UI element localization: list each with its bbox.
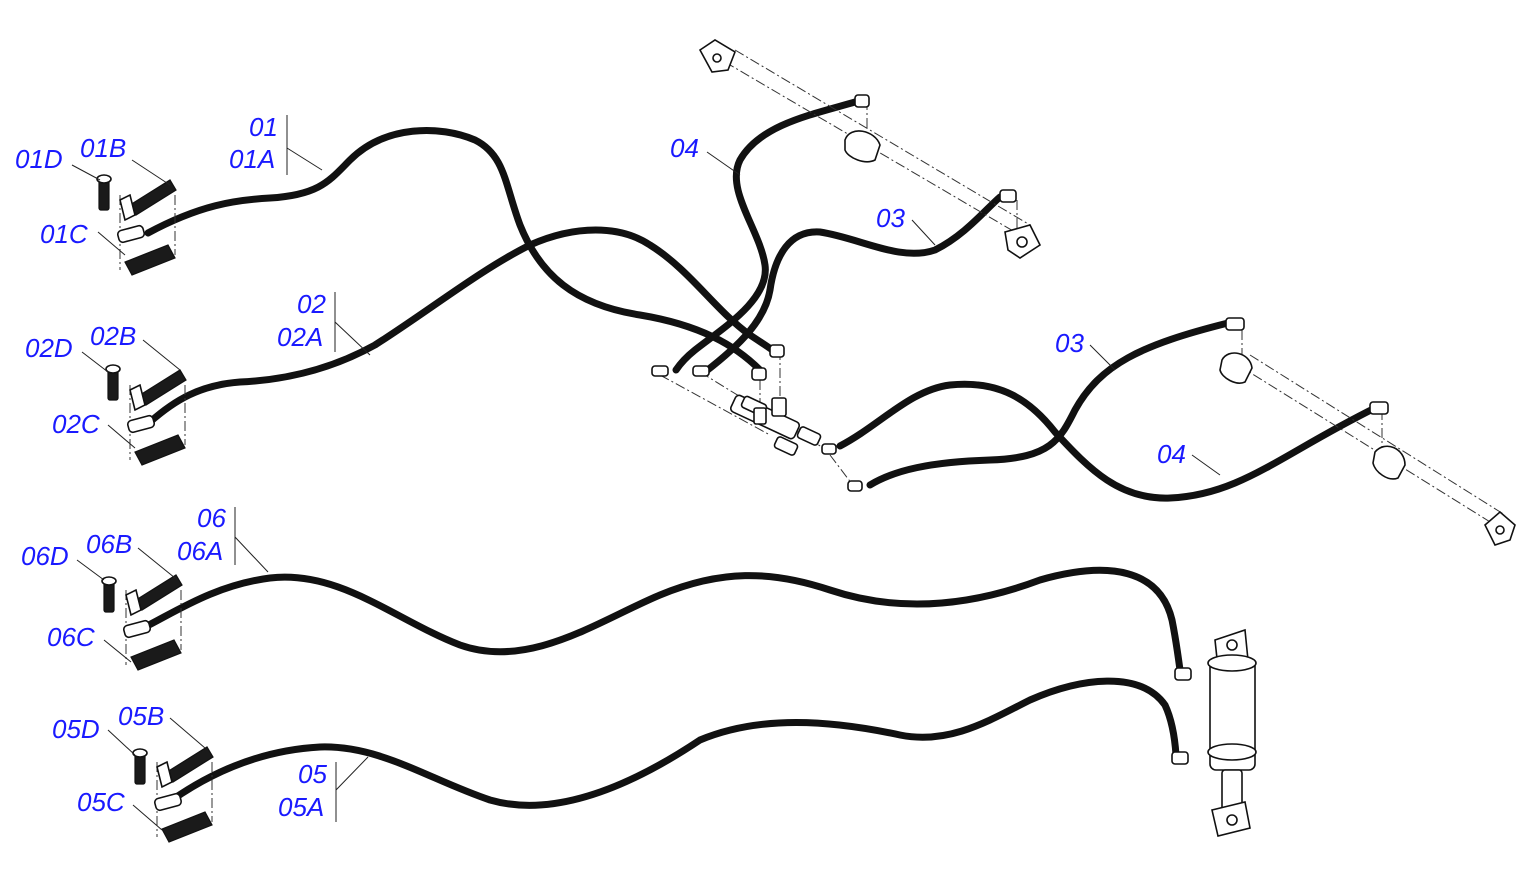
hose-end-fitting-06 xyxy=(122,619,152,639)
fitting-left-2 xyxy=(692,365,710,377)
clamp-lower-05c xyxy=(161,811,213,843)
hose-01 xyxy=(144,127,764,374)
cylinder-barrel-upper xyxy=(844,130,881,163)
clamp-set-02 xyxy=(105,364,187,466)
label-01c: 01C xyxy=(40,219,88,249)
hose-04-upper xyxy=(672,98,859,374)
cylinder-right xyxy=(1219,317,1516,546)
clamp-lower-06c xyxy=(130,639,182,671)
label-05d: 05D xyxy=(52,714,100,744)
hose-04-lower xyxy=(836,380,1379,502)
label-06d: 06D xyxy=(21,541,69,571)
clamp-lower-02c xyxy=(134,434,186,466)
labels: 01 01A 01B 01D 01C 02 02A 02B 02D 02C 04… xyxy=(15,112,1186,822)
label-01d: 01D xyxy=(15,144,63,174)
label-02: 02 xyxy=(297,289,326,319)
hose-end-fitting-01 xyxy=(116,224,146,244)
hose-05 xyxy=(168,677,1180,809)
clamp-set-06 xyxy=(101,574,183,671)
label-01b: 01B xyxy=(80,133,126,163)
label-02c: 02C xyxy=(52,409,100,439)
label-03-lower: 03 xyxy=(1055,328,1084,358)
label-02d: 02D xyxy=(25,333,73,363)
label-05a: 05A xyxy=(278,792,324,822)
leader-lines xyxy=(71,115,1221,831)
label-06b: 06B xyxy=(86,529,132,559)
cylinder-barrel-right xyxy=(1219,352,1253,384)
valve-block xyxy=(651,344,863,492)
hose-02 xyxy=(146,226,779,426)
hoses xyxy=(141,98,1379,809)
label-04-upper: 04 xyxy=(670,133,699,163)
clamp-upper-06b xyxy=(135,574,183,611)
clamp-set-05 xyxy=(132,746,214,843)
hose-06 xyxy=(141,566,1184,674)
clamp-lower-01c xyxy=(124,244,176,276)
label-05: 05 xyxy=(298,759,327,789)
label-03-upper: 03 xyxy=(876,203,905,233)
fitting-left-1 xyxy=(651,365,669,377)
label-05b: 05B xyxy=(118,701,164,731)
label-05c: 05C xyxy=(77,787,125,817)
hose-03-lower xyxy=(866,319,1232,489)
clamp-set-01 xyxy=(96,174,177,276)
hose-03-upper xyxy=(701,193,1004,376)
label-01: 01 xyxy=(249,112,278,142)
clamp-upper-01b xyxy=(129,179,177,216)
label-06: 06 xyxy=(197,503,226,533)
label-06c: 06C xyxy=(47,622,95,652)
label-02a: 02A xyxy=(277,322,323,352)
label-06a: 06A xyxy=(177,536,223,566)
hose-end-fitting-05 xyxy=(153,792,183,812)
label-02b: 02B xyxy=(90,321,136,351)
cylinder-upper xyxy=(698,39,1042,259)
cylinder-vertical xyxy=(1171,628,1257,837)
label-04-lower: 04 xyxy=(1157,439,1186,469)
label-01a: 01A xyxy=(229,144,275,174)
hose-end-fitting-02 xyxy=(126,414,156,434)
